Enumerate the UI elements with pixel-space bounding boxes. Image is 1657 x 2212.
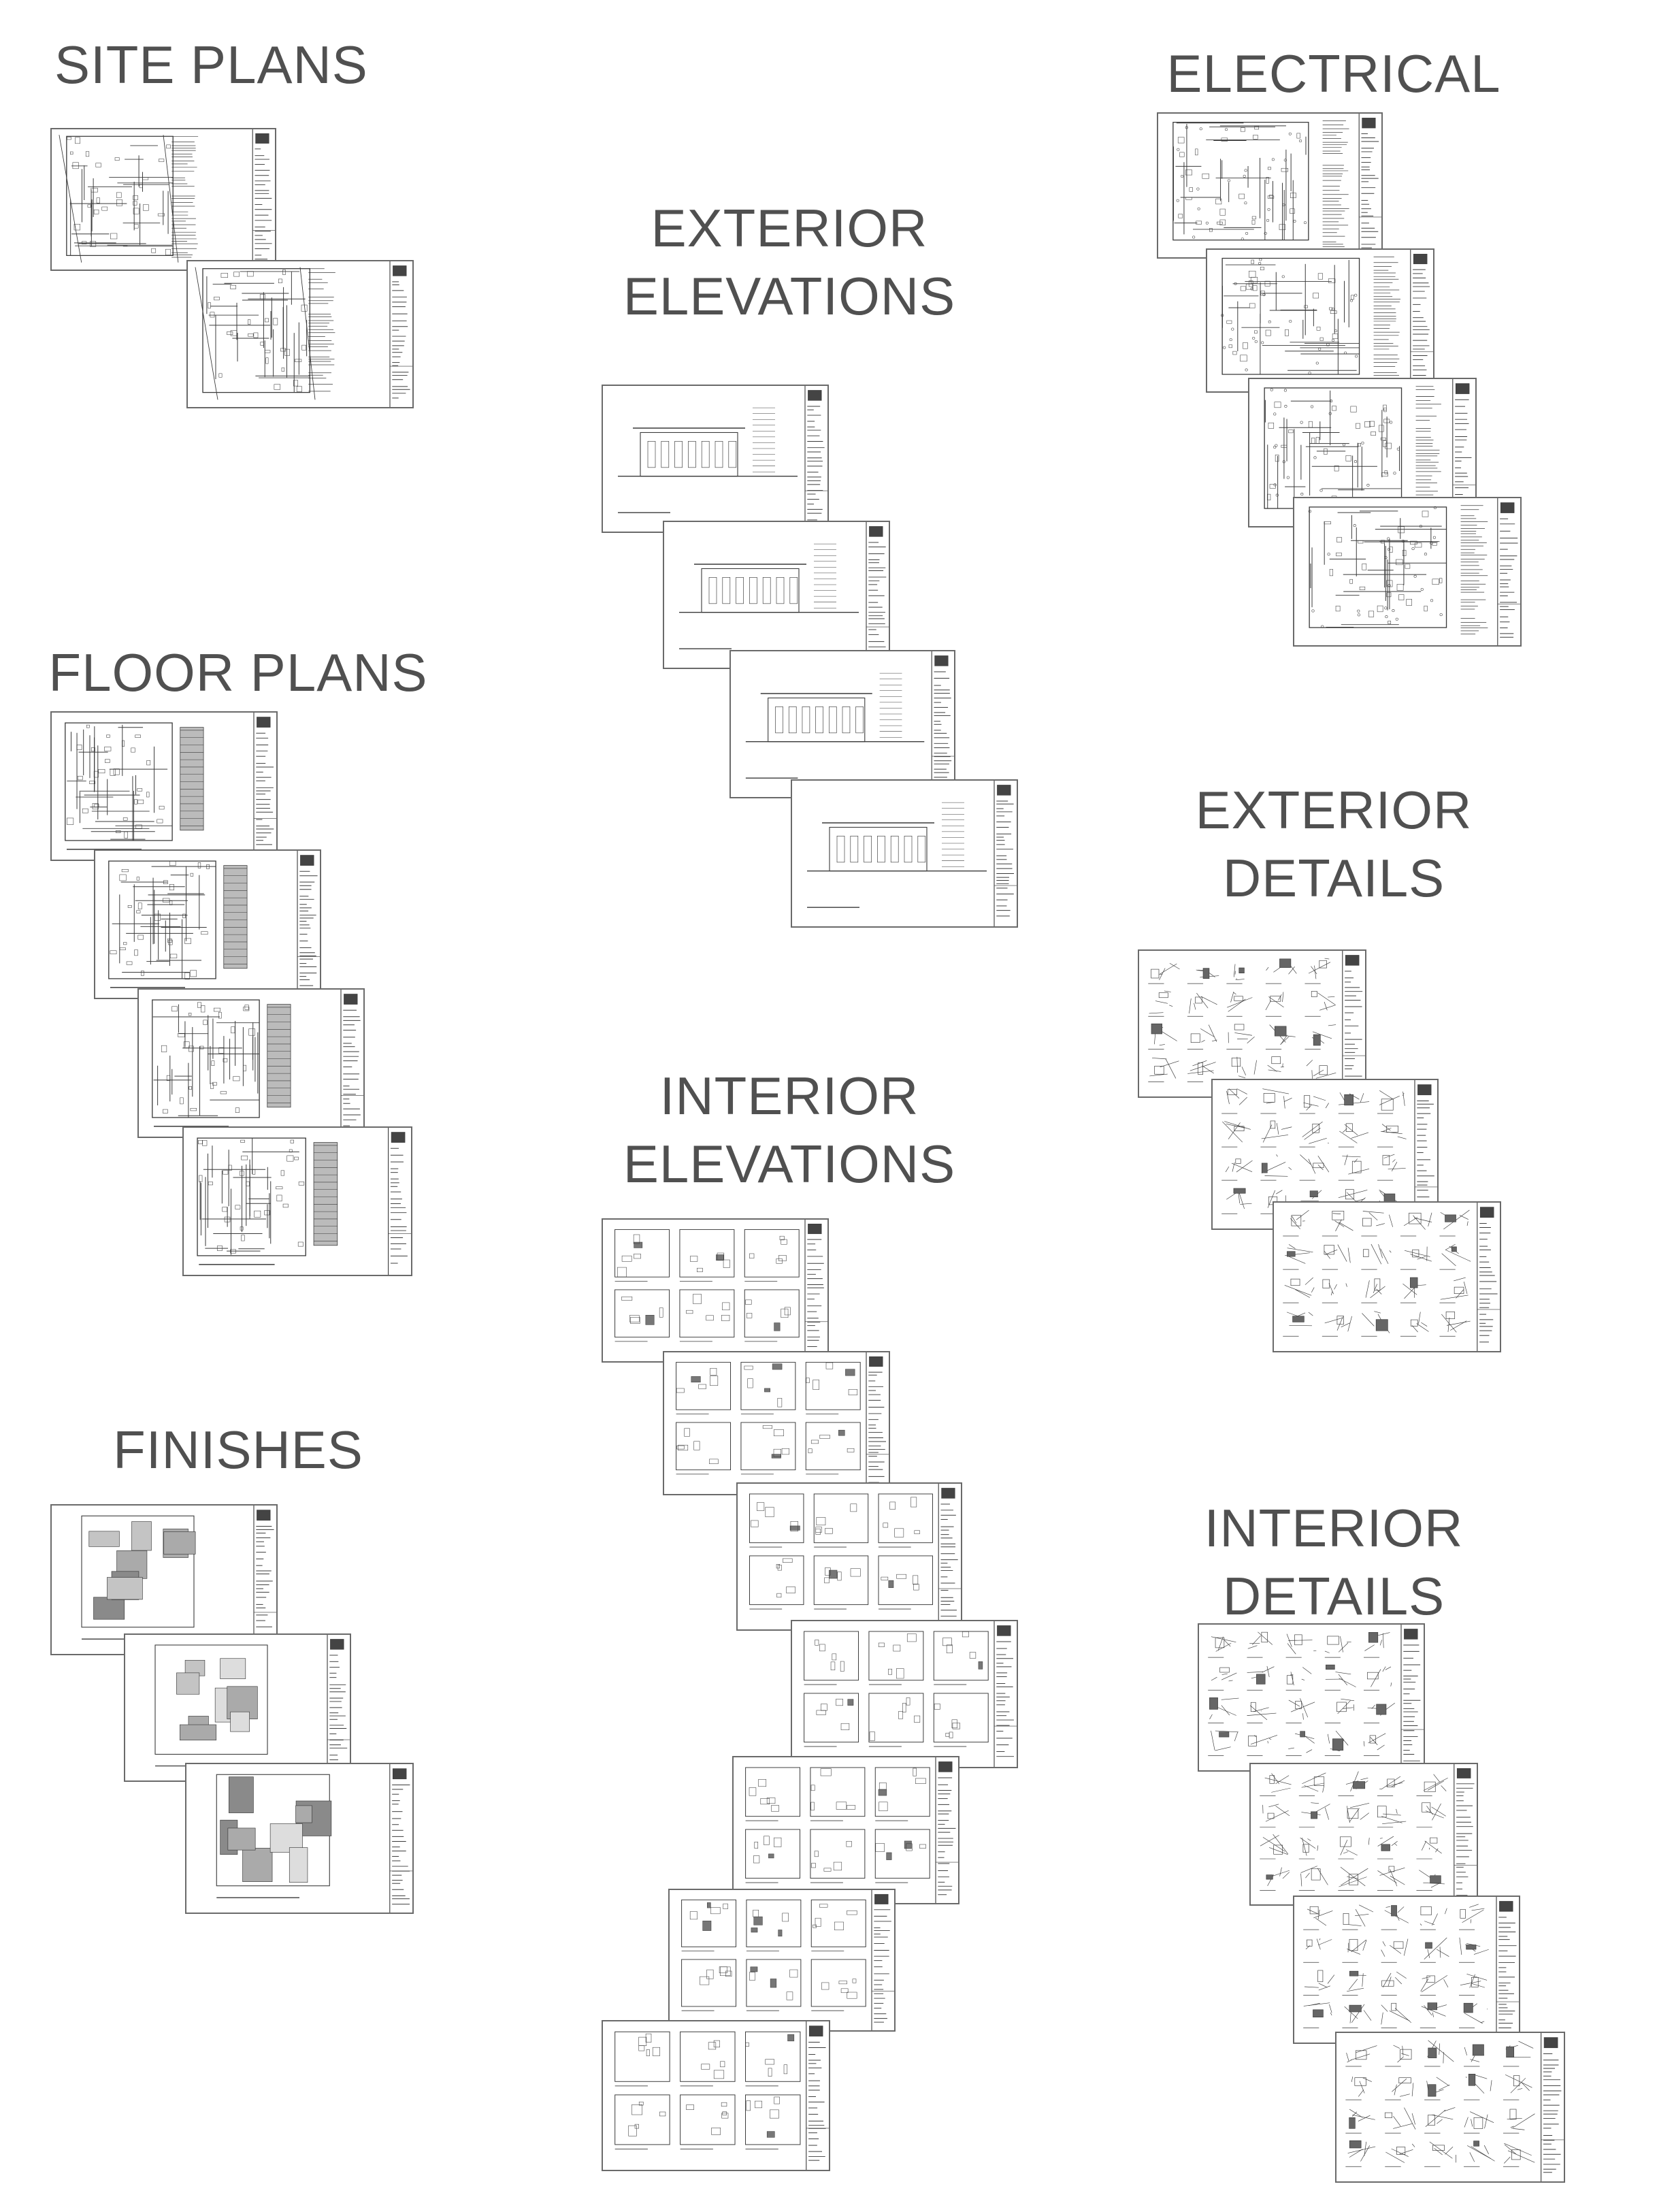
heading-line-1: INTERIOR — [659, 1066, 919, 1126]
heading-floor-plans: FLOOR PLANS — [48, 643, 428, 702]
drawing-sheet[interactable] — [602, 1218, 829, 1363]
heading-line-2: DETAILS — [1222, 848, 1445, 908]
heading-line-1: INTERIOR — [1204, 1498, 1464, 1558]
drawing-sheet[interactable] — [94, 849, 321, 999]
heading-line-1: EXTERIOR — [1195, 780, 1473, 840]
drawing-sheet[interactable] — [50, 711, 278, 861]
drawing-sheet[interactable] — [185, 1763, 414, 1914]
drawing-sheet[interactable] — [182, 1126, 412, 1276]
drawing-sheet[interactable] — [736, 1482, 962, 1631]
heading-line-2: ELEVATIONS — [623, 266, 956, 326]
drawing-sheet[interactable] — [1293, 497, 1522, 647]
drawing-sheet[interactable] — [732, 1756, 959, 1904]
drawing-sheet[interactable] — [791, 779, 1018, 928]
drawing-sheet[interactable] — [1335, 2032, 1565, 2183]
drawing-sheet[interactable] — [1198, 1623, 1425, 1772]
drawing-sheet[interactable] — [50, 128, 276, 271]
drawing-sheet[interactable] — [124, 1633, 351, 1782]
heading-interior-details: INTERIOR DETAILS — [1157, 1494, 1511, 1630]
drawing-sheet[interactable] — [186, 260, 414, 408]
heading-finishes: FINISHES — [113, 1420, 363, 1480]
drawing-sheet[interactable] — [602, 2020, 830, 2171]
heading-site-plans: SITE PLANS — [54, 35, 368, 95]
heading-interior-elevations: INTERIOR ELEVATIONS — [599, 1062, 980, 1198]
drawing-sheet[interactable] — [602, 385, 829, 533]
heading-line-2: DETAILS — [1222, 1566, 1445, 1626]
drawing-sheet[interactable] — [1273, 1201, 1501, 1352]
drawing-sheet[interactable] — [137, 988, 365, 1138]
heading-exterior-elevations: EXTERIOR ELEVATIONS — [599, 194, 980, 330]
drawing-sheet[interactable] — [1138, 949, 1366, 1098]
drawing-sheet[interactable] — [50, 1504, 278, 1655]
drawing-sheet[interactable] — [791, 1620, 1018, 1768]
heading-exterior-details: EXTERIOR DETAILS — [1157, 776, 1511, 912]
drawing-sheet[interactable] — [729, 650, 955, 798]
drawing-sheet[interactable] — [668, 1889, 896, 2032]
heading-line-1: EXTERIOR — [651, 198, 928, 258]
drawing-sheet[interactable] — [1293, 1896, 1520, 2044]
drawing-sheet[interactable] — [663, 521, 890, 669]
drawing-sheet[interactable] — [1249, 1763, 1478, 1906]
heading-electrical: ELECTRICAL — [1166, 44, 1501, 103]
drawing-sheet[interactable] — [663, 1351, 890, 1495]
drawing-sheet[interactable] — [1206, 248, 1434, 393]
heading-line-2: ELEVATIONS — [623, 1134, 956, 1194]
drawing-sheet[interactable] — [1157, 112, 1383, 259]
